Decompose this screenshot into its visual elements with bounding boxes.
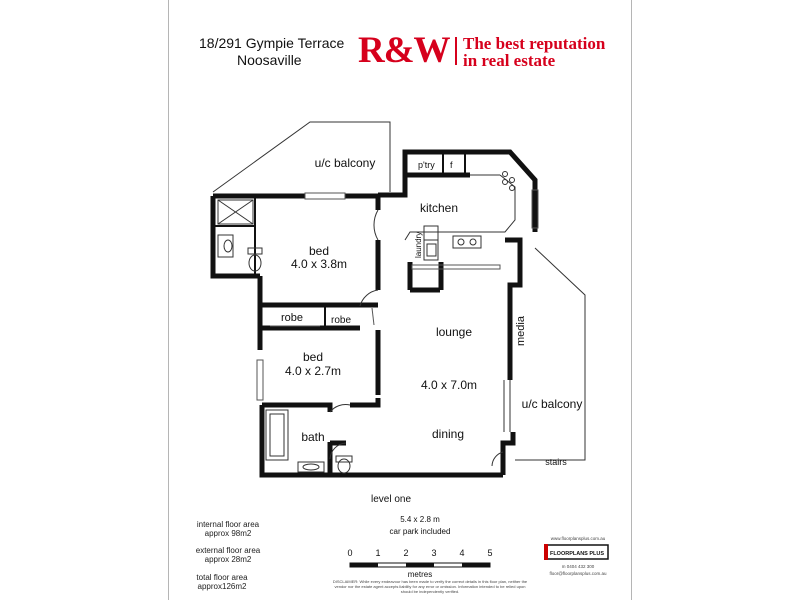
label-uc-balcony-right: u/c balcony	[522, 397, 583, 411]
right-balcony-outline	[515, 247, 586, 461]
label-laundry: laundry	[414, 232, 423, 258]
label-media: media	[515, 315, 527, 346]
external-area-label: external floor area	[196, 546, 261, 555]
scale-tick-4: 4	[459, 548, 464, 558]
floorplans-plus-credit: www.floorplansplus.com.au FLOORPLANS PLU…	[544, 536, 609, 576]
top-balcony-outline	[212, 121, 391, 193]
address-line-2: Noosaville	[237, 52, 302, 68]
label-kitchen: kitchen	[420, 201, 458, 215]
label-bath: bath	[301, 430, 324, 444]
label-bed-2-size: 4.0 x 2.7m	[285, 364, 341, 378]
label-bed-2: bed	[303, 350, 323, 364]
label-robe-1: robe	[281, 312, 303, 324]
scale-unit: metres	[408, 570, 432, 579]
label-robe-2: robe	[331, 315, 351, 326]
scale-tick-0: 0	[347, 548, 352, 558]
scale-tick-3: 3	[431, 548, 436, 558]
plan-sheet	[168, 0, 632, 600]
walls	[210, 149, 538, 478]
windows	[256, 189, 539, 401]
brand-divider	[455, 37, 457, 65]
label-dining: dining	[432, 427, 464, 441]
internal-area-label: internal floor area	[197, 520, 260, 529]
brand-tagline-1: The best reputation	[463, 34, 606, 53]
label-lounge-size: 4.0 x 7.0m	[421, 378, 477, 392]
credit-email: floor@floorplansplus.com.au	[549, 571, 607, 576]
scale-tick-2: 2	[403, 548, 408, 558]
kitchen-bench	[404, 171, 516, 249]
carpark-size: 5.4 x 2.8 m	[400, 515, 440, 524]
internal-area-value: approx 98m2	[205, 529, 252, 538]
credit-phone: m 0404 432 300	[562, 564, 595, 569]
total-area-label: total floor area	[196, 573, 248, 582]
credit-url: www.floorplansplus.com.au	[551, 536, 606, 541]
scale-tick-5: 5	[487, 548, 492, 558]
label-fridge: f	[450, 160, 453, 170]
ensuite-fixtures	[217, 199, 263, 272]
door-swings	[329, 209, 511, 467]
label-pantry: p'try	[418, 160, 435, 170]
brand-tagline-2: in real estate	[463, 51, 556, 70]
address-line-1: 18/291 Gympie Terrace	[199, 35, 345, 51]
disclaimer: DISCLAIMER: While every endeavour has be…	[332, 579, 528, 594]
thin-walls	[213, 152, 466, 328]
credit-logo: FLOORPLANS PLUS	[550, 551, 604, 557]
total-area-value: approx126m2	[198, 582, 247, 591]
label-lounge: lounge	[436, 325, 472, 339]
scale-tick-1: 1	[375, 548, 380, 558]
brand-logo: R&W	[358, 30, 451, 71]
label-uc-balcony-top: u/c balcony	[315, 156, 376, 170]
external-area-value: approx 28m2	[205, 555, 252, 564]
laundry-fixtures	[423, 225, 439, 261]
robe-doors	[270, 307, 375, 327]
label-bed-1: bed	[309, 244, 329, 258]
label-bed-1-size: 4.0 x 3.8m	[291, 257, 347, 271]
carpark-note: car park included	[390, 527, 451, 536]
label-stairs: stairs	[545, 457, 567, 467]
label-level: level one	[371, 494, 411, 505]
bathroom-fixtures	[265, 409, 353, 474]
scale-bar: 0 1 2 3 4 5 metres	[347, 548, 492, 579]
